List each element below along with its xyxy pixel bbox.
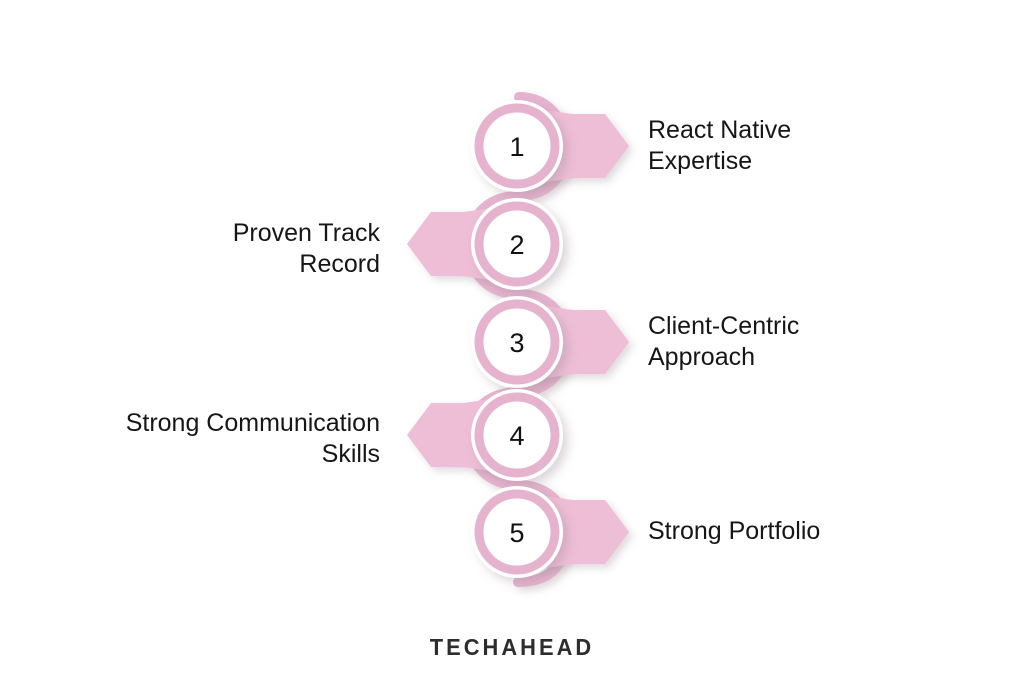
step-number-4: 4 (509, 421, 524, 451)
step-label-5: Strong Portfolio (648, 517, 821, 545)
step-label-1: React Native Expertise (648, 116, 792, 175)
step-number-5: 5 (509, 518, 524, 548)
step-number-1: 1 (509, 132, 524, 162)
step-label-3: Client-Centric Approach (648, 312, 800, 371)
step-circles: 1 2 3 4 5 (471, 100, 563, 578)
step-circle-2[interactable] (471, 198, 563, 290)
step-circle-3[interactable] (471, 296, 563, 388)
step-label-2: Proven Track Record (232, 219, 380, 278)
step-number-2: 2 (509, 230, 524, 260)
step-number-3: 3 (509, 328, 524, 358)
step-label-4: Strong Communication Skills (125, 409, 380, 468)
step-circle-1[interactable] (471, 100, 563, 192)
step-circle-5[interactable] (471, 486, 563, 578)
step-circle-4[interactable] (471, 389, 563, 481)
brand-logo: TECHAHEAD (429, 634, 595, 660)
